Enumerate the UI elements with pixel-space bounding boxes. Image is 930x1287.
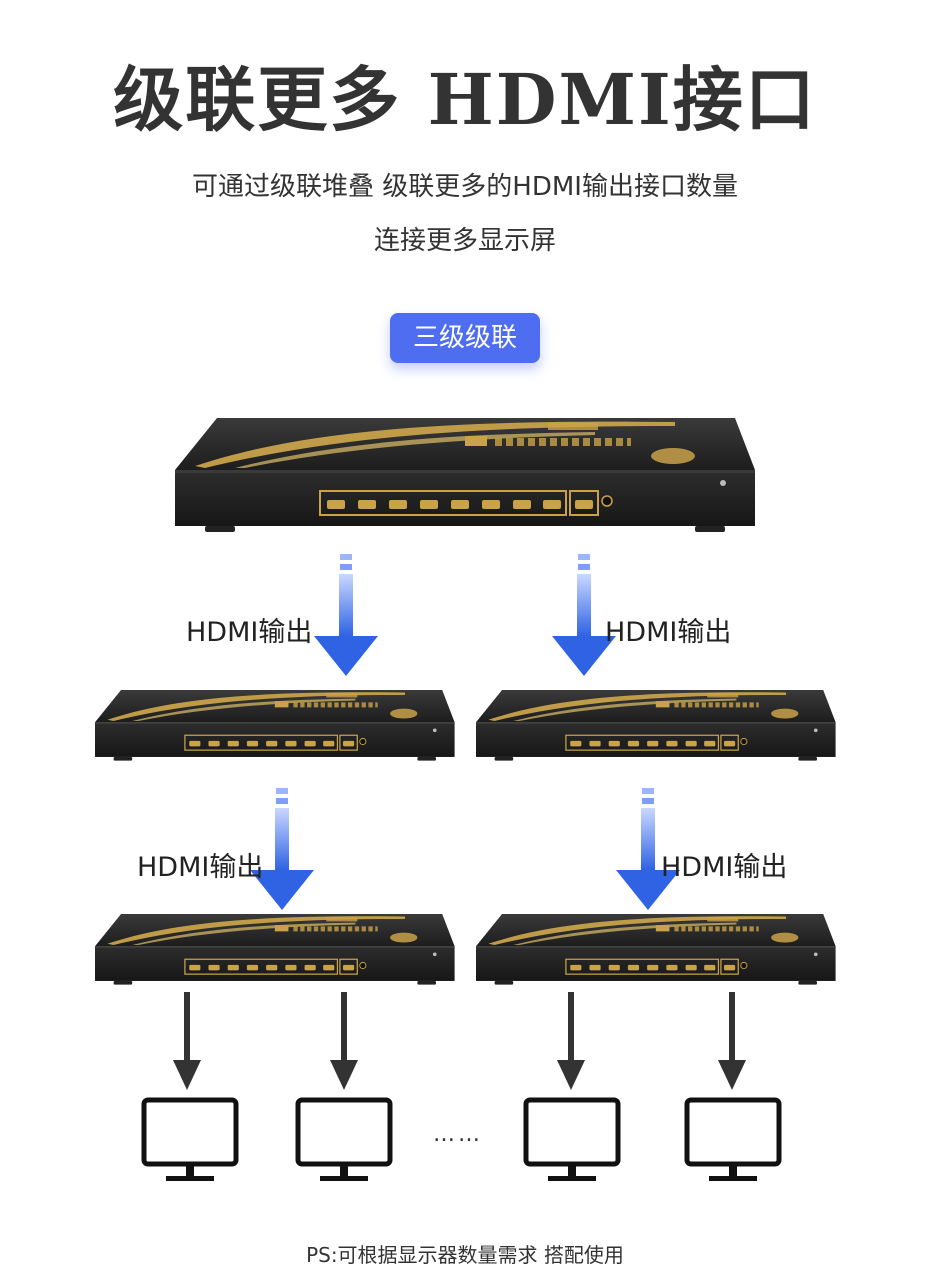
monitor-icon-3 xyxy=(526,1100,618,1181)
arrow-to-monitor-2 xyxy=(330,992,358,1090)
arrow-to-monitor-1 xyxy=(173,992,201,1090)
monitor-icon-2 xyxy=(298,1100,390,1181)
secondary-splitter-right xyxy=(476,690,836,761)
hdmi-output-label-2: HDMI输出 xyxy=(605,617,732,648)
secondary-splitter-left xyxy=(95,690,455,761)
hdmi-output-label-4: HDMI输出 xyxy=(661,852,788,883)
subtitle-line-1: 可通过级联堆叠 级联更多的HDMI输出接口数量 xyxy=(192,172,738,202)
cascade-level-badge: 三级级联 xyxy=(390,313,540,363)
page-title: 级联更多 HDMI接口 xyxy=(113,58,817,141)
arrow-to-monitor-4 xyxy=(718,992,746,1090)
monitor-icon-4 xyxy=(687,1100,779,1181)
hdmi-output-label-3: HDMI输出 xyxy=(137,852,264,883)
more-monitors-ellipsis: …… xyxy=(433,1122,483,1147)
monitor-icon-1 xyxy=(144,1100,236,1181)
arrow-to-monitor-3 xyxy=(557,992,585,1090)
footnote: PS:可根据显示器数量需求 搭配使用 xyxy=(306,1243,624,1267)
subtitle-line-2: 连接更多显示屏 xyxy=(373,226,556,256)
tertiary-splitter-right xyxy=(476,914,836,985)
tertiary-splitter-left xyxy=(95,914,455,985)
arrow-down-left-1 xyxy=(314,554,378,676)
hdmi-output-label-1: HDMI输出 xyxy=(186,617,313,648)
primary-splitter xyxy=(175,418,755,532)
